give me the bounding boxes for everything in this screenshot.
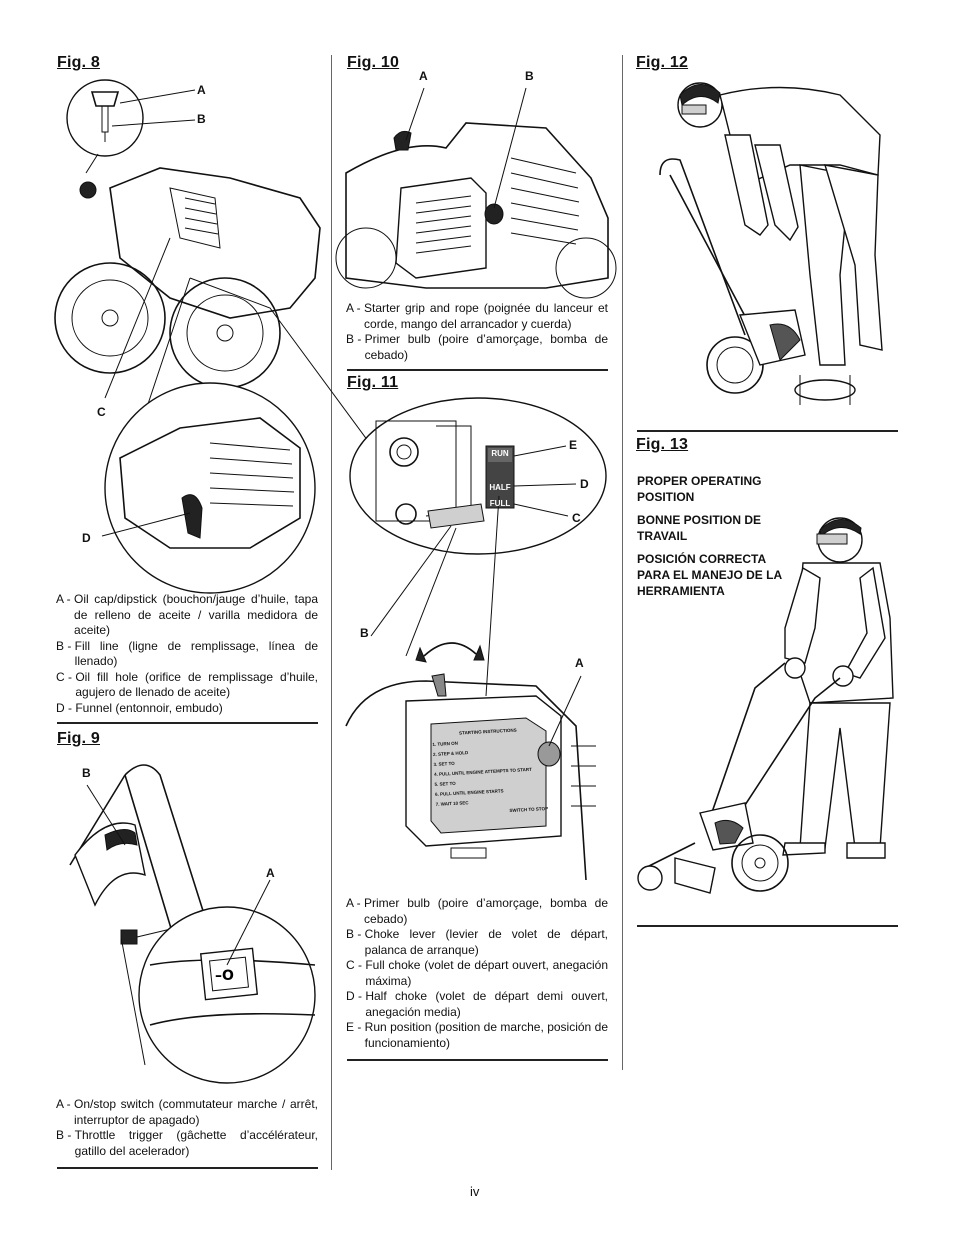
legend-item: B - Choke lever (levier de volet de dépa… [346,927,608,957]
fig10-bottom-rule [347,369,608,371]
legend-item: D - Half choke (volet de départ demi ouv… [346,989,608,1019]
legend-item: C - Oil fill hole (orifice de remplissag… [56,669,318,700]
choke-label-run: RUN [491,449,509,458]
fig11-callout-e: E [569,438,578,452]
caption-english: PROPER OPERATING POSITION [637,474,762,504]
fig11-callout-a: A [575,656,584,670]
fig13-title: Fig. 13 [636,436,689,453]
legend-item: E - Run position (position de marche, po… [346,1020,608,1050]
fig8-title: Fig. 8 [57,54,100,71]
caption-spanish: POSICIÓN CORRECTA PARA EL MANEJO DE LA H… [637,552,782,598]
fig9-bottom-rule [57,1167,318,1169]
legend-item: A - Starter grip and rope (poignée du la… [346,301,608,331]
fig8-legend: A - Oil cap/dipstick (bouchon/jauge d’hu… [56,592,318,716]
legend-item: B - Primer bulb (poire d’amorçage, bomba… [346,332,608,362]
fig13-caption: PROPER OPERATING POSITION BONNE POSITION… [637,473,787,606]
page-number: iv [470,1184,480,1199]
fig10-callout-b: B [525,69,534,83]
legend-item: A - Oil cap/dipstick (bouchon/jauge d’hu… [56,592,318,637]
fig11-title: Fig. 11 [347,374,399,391]
legend-item: A - Primer bulb (poire d’amorçage, bomba… [346,896,608,926]
fig11-callout-c: C [572,511,581,525]
svg-text:–O: –O [215,968,234,984]
column-divider-right [622,55,623,1070]
fig8-callout-b: B [197,112,206,126]
legend-item: B - Throttle trigger (gâchette d’accélér… [56,1128,318,1158]
fig11-callout-b: B [360,626,369,640]
fig8-bottom-rule [57,722,318,724]
legend-item: A - On/stop switch (commutateur marche /… [56,1097,318,1127]
fig10-title: Fig. 10 [347,54,400,71]
starting-instructions-panel: STARTING INSTRUCTIONS 1. TURN ON 2. STEP… [432,724,549,820]
fig11-bottom-rule [347,1059,608,1061]
fig12-illustration [659,82,883,405]
choke-label-full: FULL [489,499,511,508]
fig8-callout-a: A [197,83,206,97]
fig9-callout-b: B [82,766,91,780]
legend-item: C - Full choke (volet de départ ouvert, … [346,958,608,988]
fig9-title: Fig. 9 [57,730,100,747]
legend-item: D - Funnel (entonnoir, embudo) [56,700,223,715]
fig8-illustration [54,79,411,594]
fig11-legend: A - Primer bulb (poire d’amorçage, bomba… [346,896,608,1051]
fig10-callout-a: A [419,69,428,83]
fig11-callout-d: D [580,477,589,491]
fig9-legend: A - On/stop switch (commutateur marche /… [56,1097,318,1159]
fig12-title: Fig. 12 [636,54,689,71]
caption-french: BONNE POSITION DE TRAVAIL [637,513,762,543]
column-divider-left [331,55,332,1170]
legend-item: B - Fill line (ligne de remplissage, lín… [56,638,318,669]
fig10-legend: A - Starter grip and rope (poignée du la… [346,301,608,363]
fig9-illustration: –O [69,764,316,1084]
fig11-illustration [345,397,607,881]
fig12-bottom-rule [637,430,898,432]
fig9-callout-a: A [266,866,275,880]
fig13-illustration [637,517,894,894]
fig8-callout-c: C [97,405,106,419]
fig8-callout-d: D [82,531,91,545]
fig10-illustration [335,87,617,299]
choke-label-half: HALF [489,483,511,492]
fig13-bottom-rule [637,925,898,927]
